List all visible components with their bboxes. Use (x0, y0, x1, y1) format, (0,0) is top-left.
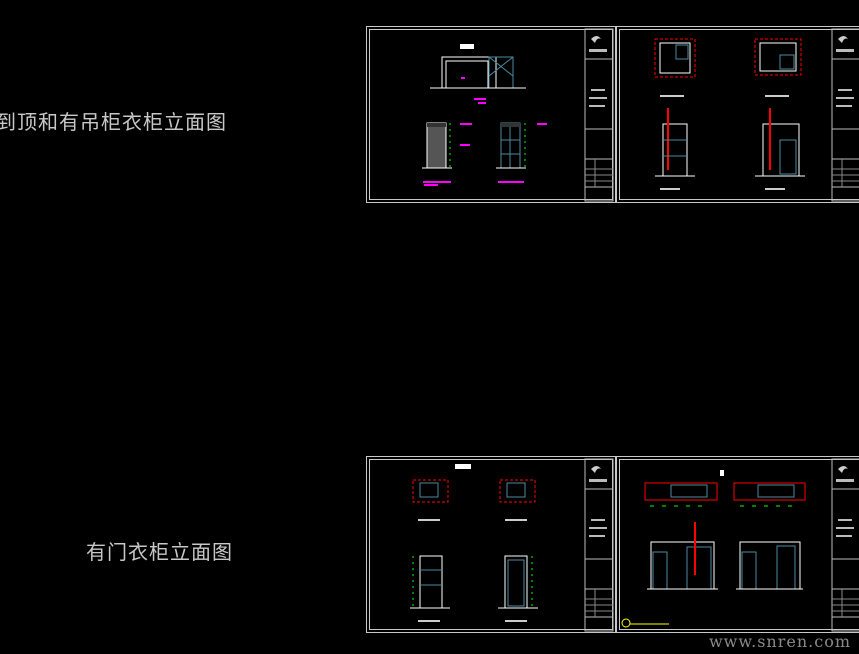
elevation-views (655, 108, 805, 190)
plan-views (412, 479, 536, 521)
wardrobe-elevation-a (422, 122, 472, 186)
elevation-views (410, 555, 538, 622)
scale-bar (621, 618, 669, 628)
sheet-title (720, 470, 724, 476)
drawing-group-label-door-wardrobe: 有门衣柜立面图 (86, 540, 233, 564)
sheet-title (455, 464, 471, 469)
plan-elevation (430, 56, 526, 104)
wardrobe-elevation-b (496, 122, 547, 183)
watermark: www.snren.com (708, 632, 851, 651)
drawing-sheet-2[interactable] (616, 26, 859, 203)
plan-views (644, 482, 806, 507)
elevation-views (647, 522, 803, 590)
drawing-sheet-4[interactable] (616, 456, 859, 633)
drawing-sheet-3[interactable] (366, 456, 616, 633)
sheet-title (460, 44, 474, 49)
drawing-sheet-1[interactable] (366, 26, 616, 203)
plan-views (654, 38, 802, 97)
drawing-group-label-full-height-wardrobe: 到顶和有吊柜衣柜立面图 (0, 110, 227, 134)
